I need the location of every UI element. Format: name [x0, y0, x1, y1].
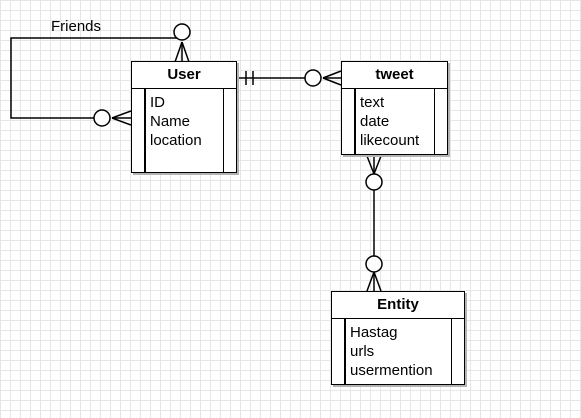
entity-entity-title: Entity	[332, 292, 464, 319]
tweet-bottom-crow-right	[373, 155, 382, 175]
friends-path	[10, 37, 181, 119]
user-tweet-relationship-connector	[237, 69, 342, 87]
entity-right-rail	[450, 319, 452, 384]
tweet-entity-attributes-area: text date likecount	[342, 89, 447, 154]
entity-top-crow-right	[373, 271, 382, 292]
user-attribute-name[interactable]: Name	[150, 113, 191, 130]
user-entity[interactable]: User ID Name location	[131, 61, 237, 173]
tweet-right-rail	[433, 89, 435, 154]
tweet-crow-bottom	[322, 77, 342, 86]
tweet-entity[interactable]: tweet text date likecount	[341, 61, 448, 155]
user-attribute-location[interactable]: location	[150, 132, 202, 149]
tweet-attribute-date[interactable]: date	[360, 113, 390, 130]
friends-top-crow-right	[181, 41, 190, 63]
friends-label[interactable]: Friends	[51, 18, 102, 35]
user-right-rail	[222, 89, 224, 172]
entity-top-crow-left	[366, 271, 375, 292]
tweet-entity-relationship-connector	[365, 155, 383, 292]
friends-left-crow-bottom	[111, 117, 132, 126]
friends-top-zero-circle	[173, 23, 191, 41]
friends-left-crow-top	[111, 110, 132, 119]
entity-attribute-hastag[interactable]: Hastag	[350, 324, 398, 341]
tweet-zero-circle	[304, 69, 322, 87]
tweet-attribute-list: text date likecount	[360, 93, 419, 150]
user-entity-attributes-area: ID Name location	[132, 89, 236, 172]
tweet-crow-top	[322, 70, 342, 79]
entity-left-rail	[344, 319, 346, 384]
entity-entity[interactable]: Entity Hastag urls usermention	[331, 291, 465, 385]
entity-top-zero-circle	[365, 255, 383, 273]
friends-relationship-connector	[10, 23, 191, 127]
tweet-attribute-text[interactable]: text	[360, 94, 385, 111]
entity-entity-attributes-area: Hastag urls usermention	[332, 319, 464, 384]
entity-attribute-usermention[interactable]: usermention	[350, 362, 433, 379]
tweet-left-rail	[354, 89, 356, 154]
tweet-attribute-likecount[interactable]: likecount	[360, 132, 420, 149]
user-entity-title: User	[132, 62, 236, 89]
tweet-entity-title: tweet	[342, 62, 447, 89]
tweet-bottom-zero-circle	[365, 173, 383, 191]
user-left-rail	[144, 89, 146, 172]
tweet-bottom-crow-left	[366, 155, 375, 175]
entity-attribute-list: Hastag urls usermention	[350, 323, 433, 380]
friends-top-crow-left	[174, 41, 183, 63]
friends-left-zero-circle	[93, 109, 111, 127]
user-attribute-id[interactable]: ID	[150, 94, 165, 111]
entity-attribute-urls[interactable]: urls	[350, 343, 375, 360]
user-attribute-list: ID Name location	[150, 93, 202, 150]
